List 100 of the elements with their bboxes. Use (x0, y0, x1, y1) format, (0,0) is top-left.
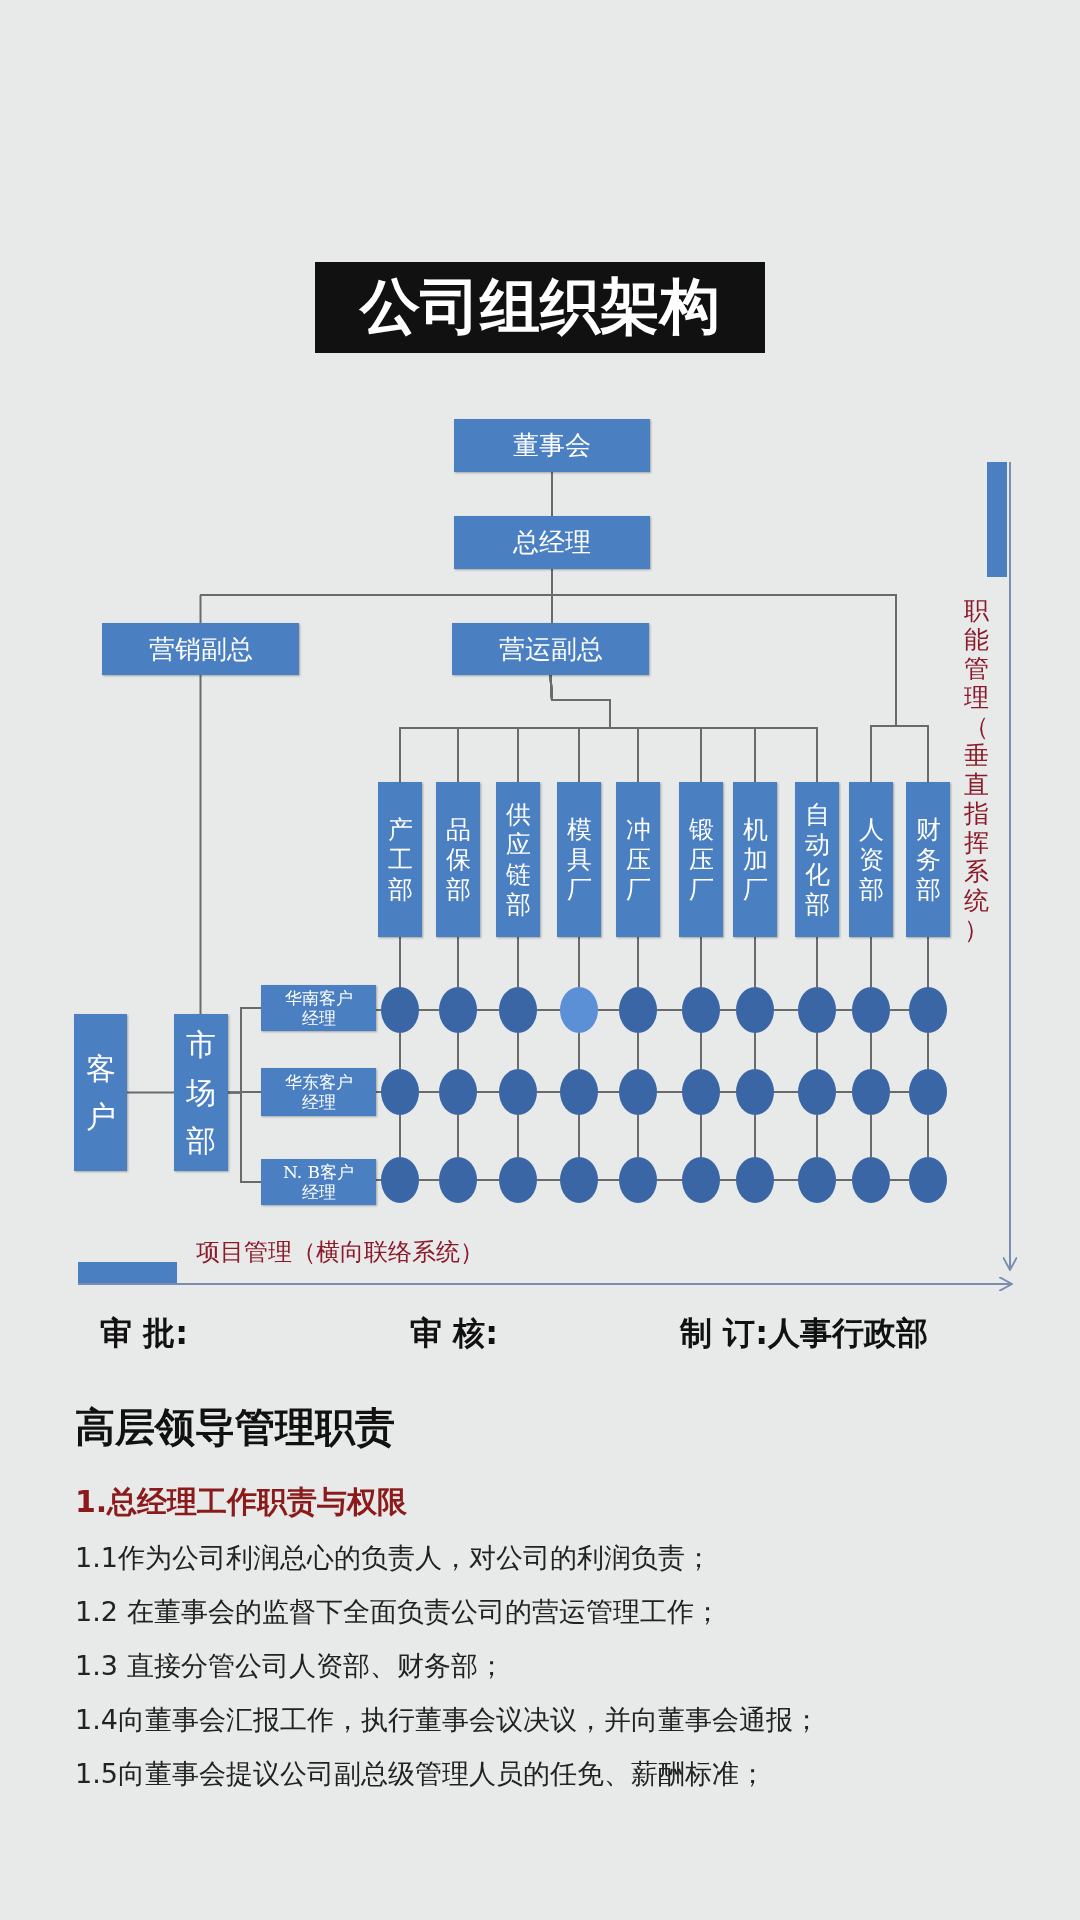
connector-line (126, 1091, 175, 1094)
matrix-node-circle (682, 987, 720, 1033)
department-box: 模具厂 (557, 782, 601, 937)
matrix-node-circle (682, 1157, 720, 1203)
connector-line (870, 1032, 872, 1070)
connector-line (418, 1009, 440, 1011)
connector-line (927, 1032, 929, 1070)
matrix-node-circle (909, 987, 947, 1033)
connector-line (816, 1032, 818, 1070)
connector-line (754, 1032, 756, 1070)
matrix-node-circle (560, 1069, 598, 1115)
connector-line (457, 1032, 459, 1070)
department-box: 自动化部 (795, 782, 839, 937)
connector-line (889, 1091, 910, 1093)
vertical-axis-label: 职能管理（垂直指挥系统） (962, 596, 990, 944)
connector-line (700, 1114, 702, 1158)
horizontal-axis-label: 项目管理（横向联络系统） (196, 1237, 484, 1268)
matrix-node-circle (381, 1069, 419, 1115)
connector-line (597, 1091, 620, 1093)
connector-line (816, 936, 818, 988)
matrix-node-circle (439, 1157, 477, 1203)
connector-line (637, 1032, 639, 1070)
matrix-node-circle (439, 1069, 477, 1115)
connector-line (700, 1032, 702, 1070)
connector-line (399, 936, 401, 988)
connector-line (375, 1091, 382, 1093)
department-box: 产工部 (378, 782, 422, 937)
matrix-node-circle (499, 987, 537, 1033)
matrix-node-circle (381, 1157, 419, 1203)
connector-line (773, 1009, 799, 1011)
matrix-node-circle (798, 987, 836, 1033)
review-field-label: 审 核: (410, 1313, 498, 1354)
duty-text: 1.1作为公司利润总心的负责人，对公司的利润负责； (75, 1541, 712, 1575)
department-box: 冲压厂 (616, 782, 660, 937)
manager-box: N. B客户经理 (261, 1159, 376, 1205)
connector-line (476, 1009, 500, 1011)
matrix-node-circle (619, 1157, 657, 1203)
connector-line (870, 936, 872, 988)
connector-line (457, 936, 459, 988)
connector-line (536, 1091, 561, 1093)
matrix-node-circle (798, 1157, 836, 1203)
department-box: 机加厂 (733, 782, 777, 937)
org-box: 董事会 (454, 419, 650, 472)
department-box: 财务部 (906, 782, 950, 937)
department-box: 人资部 (849, 782, 893, 937)
connector-line (476, 1091, 500, 1093)
matrix-node-circle (619, 987, 657, 1033)
department-box: 供应链部 (496, 782, 540, 937)
duty-text: 1.5向董事会提议公司副总级管理人员的任免、薪酬标准； (75, 1757, 766, 1791)
title: 公司组织架构 (315, 262, 765, 353)
connector-line (578, 1032, 580, 1070)
connector-line (597, 1179, 620, 1181)
connector-line (418, 1179, 440, 1181)
section-heading: 高层领导管理职责 (75, 1403, 395, 1452)
connector-line (835, 1009, 853, 1011)
connector-line (375, 1009, 382, 1011)
matrix-node-circle (560, 1157, 598, 1203)
org-box: 营销副总 (102, 623, 299, 675)
matrix-node-circle (852, 1157, 890, 1203)
matrix-node-circle (381, 987, 419, 1033)
connector-line (754, 936, 756, 988)
matrix-node-circle (682, 1069, 720, 1115)
connector-line (835, 1179, 853, 1181)
connector-line (536, 1009, 561, 1011)
org-box: 营运副总 (452, 623, 649, 675)
connector-line (578, 936, 580, 988)
connector-line (816, 1114, 818, 1158)
connector-line (536, 1179, 561, 1181)
duty-text: 1.4向董事会汇报工作，执行董事会议决议，并向董事会通报； (75, 1703, 820, 1737)
connector-line (656, 1179, 683, 1181)
connector-line (656, 1091, 683, 1093)
connector-line (418, 1091, 440, 1093)
department-box: 锻压厂 (679, 782, 723, 937)
duty-text: 1.3 直接分管公司人资部、财务部； (75, 1649, 505, 1683)
connector-line (889, 1009, 910, 1011)
org-box: 市场部 (174, 1014, 228, 1171)
matrix-node-circle (852, 1069, 890, 1115)
connector-line (870, 1114, 872, 1158)
org-box: 客户 (74, 1014, 127, 1171)
author-field-label: 制 订:人事行政部 (680, 1313, 928, 1354)
matrix-node-circle (439, 987, 477, 1033)
connector-line (719, 1009, 737, 1011)
connector-line (927, 936, 929, 988)
connector-line (517, 1032, 519, 1070)
connector-line (597, 1009, 620, 1011)
connector-line (754, 1114, 756, 1158)
manager-box: 华东客户经理 (261, 1068, 376, 1116)
org-box: 总经理 (454, 516, 650, 569)
connector-line (578, 1114, 580, 1158)
matrix-node-circle (736, 987, 774, 1033)
connector-line (637, 1114, 639, 1158)
matrix-node-circle (736, 1069, 774, 1115)
connector-line (457, 1114, 459, 1158)
matrix-node-circle (560, 987, 598, 1033)
matrix-node-circle (852, 987, 890, 1033)
connector-line (889, 1179, 910, 1181)
connector-line (773, 1179, 799, 1181)
duty-text: 1.2 在董事会的监督下全面负责公司的营运管理工作； (75, 1595, 721, 1629)
connector-line (719, 1091, 737, 1093)
matrix-node-circle (499, 1069, 537, 1115)
